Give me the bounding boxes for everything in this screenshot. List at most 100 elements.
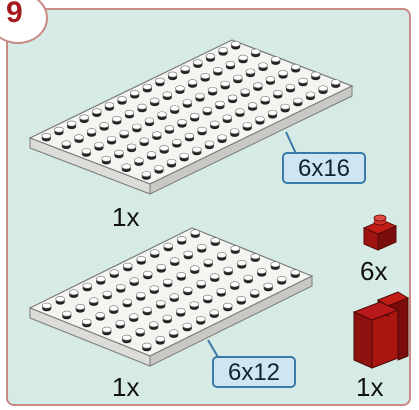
plate-6x12-stud (129, 277, 140, 284)
plate-6x16-stud (149, 97, 160, 104)
plate-6x16-stud (141, 171, 152, 178)
plate-6x12-stud (149, 285, 160, 292)
plate-6x16-stud (144, 117, 155, 124)
red-panel (352, 291, 410, 369)
plate-6x12-stud (82, 282, 93, 289)
plate-6x16-stud (195, 93, 205, 99)
plate-6x12-stud (276, 276, 287, 282)
plate-6x12-stud (210, 237, 221, 244)
plate-6x12-stud (209, 273, 220, 280)
plate-6x12-stud (148, 321, 159, 328)
plate-6x16-stud (81, 148, 92, 155)
plate-6x16-stud (187, 79, 198, 86)
plate-6x16-stud (230, 40, 241, 47)
plate-6x16-stud (157, 111, 167, 118)
plate-6x12-stud (68, 289, 79, 296)
plate-6x16-stud (182, 99, 193, 106)
red-brick-1x1 (362, 214, 398, 251)
plate-6x16-stud (99, 122, 109, 128)
plate-6x16-stud (189, 112, 200, 119)
plate-6x16-stud (132, 123, 142, 130)
plate-6x16-stud (240, 88, 250, 95)
plate-6x12-stud (176, 272, 187, 278)
plate-6x16-stud (154, 165, 164, 171)
plate-6x12-stud (209, 309, 220, 316)
plate-6x16 (28, 39, 354, 195)
plate-6x12-stud (249, 289, 260, 296)
plate-6x12-stud (115, 284, 126, 290)
plate-6x16-stud (121, 163, 132, 170)
plate-6x16-stud (106, 135, 117, 142)
plate-6x12-stud (162, 278, 173, 285)
plate-6x12-stud (55, 296, 66, 302)
plate-6x16-stud (175, 85, 185, 92)
plate-6x16-stud (172, 139, 182, 145)
quantity-red-brick: 6x (360, 256, 388, 286)
plate-6x12-stud (216, 288, 227, 294)
plate-6x12-stud (250, 253, 261, 260)
plate-6x16-stud (204, 140, 215, 147)
plate-6x16-stud (92, 108, 102, 115)
plate-6x12-stud (136, 256, 147, 262)
plate-6x16-stud (245, 68, 256, 75)
plate-6x16-stud (142, 83, 153, 90)
plate-6x16-stud (177, 119, 187, 125)
plate-6x16-stud (247, 102, 258, 109)
plate-6x16-stud (233, 74, 243, 81)
plate-6x16-stud (218, 47, 228, 53)
plate-6x12-stud (168, 329, 179, 336)
plate-6x16-stud (179, 152, 189, 159)
plate-6x16-stud (112, 116, 122, 122)
plate-6x16-stud (152, 131, 162, 138)
plate-6x12-stud (189, 301, 200, 308)
plate-6x12-stud (169, 293, 180, 300)
plate-6x16-stud (220, 80, 230, 87)
plate-6x12 (28, 227, 314, 367)
plate-6x16-stud (229, 128, 240, 135)
plate-6x16-stud (202, 106, 213, 113)
plate-6x16-stud (114, 149, 124, 156)
plate-6x12-stud (155, 336, 166, 342)
plate-6x16-stud (169, 105, 180, 112)
plate-6x12-side-right (149, 275, 313, 367)
plate-6x16-stud (155, 77, 165, 84)
plate-6x16-stud (159, 145, 169, 151)
plate-6x16-stud (205, 53, 216, 60)
plate-6x16-stud (79, 114, 89, 121)
plate-6x12-stud (236, 296, 247, 302)
plate-6x16-stud (117, 96, 127, 102)
plate-6x12-stud (61, 310, 72, 317)
plate-6x12-stud (223, 266, 234, 273)
plate-6x12-stud (189, 265, 200, 272)
plate-6x12-stud (156, 264, 167, 270)
plate-6x12-stud (202, 294, 213, 301)
plate-6x16-stud (137, 103, 147, 110)
plate-6x12-stud (216, 252, 227, 258)
quantity-plate-6x12: 1x (112, 372, 140, 402)
plate-6x16-stud (273, 90, 283, 96)
plate-6x12-stud (163, 242, 174, 249)
quantity-plate-6x16: 1x (112, 202, 140, 232)
plate-6x16-stud (134, 157, 144, 164)
plate-6x16-stud (180, 65, 190, 72)
plate-6x16-stud (258, 62, 268, 69)
plate-6x16-stud (184, 132, 195, 139)
plate-6x16-stud (197, 126, 207, 133)
plate-6x12-stud (169, 257, 180, 264)
plate-6x12-stud (142, 306, 153, 313)
callout-6x16: 6x16 (282, 152, 366, 184)
plate-6x12-stud (162, 314, 173, 321)
plate-6x16-stud (192, 146, 202, 153)
plate-6x12-studs (41, 229, 301, 352)
plate-6x16-stud (119, 129, 129, 136)
plate-6x16-stud (310, 71, 321, 78)
plate-6x12-stud (142, 270, 153, 277)
plate-6x16-stud (227, 94, 238, 101)
plate-6x16-stud (200, 73, 210, 79)
plate-6x12-stud (135, 292, 146, 298)
plate-6x12-stud (149, 249, 160, 256)
plate-6x12-stud (222, 302, 233, 309)
plate-6x12-stud (256, 268, 267, 274)
plate-6x12-stud (203, 258, 214, 265)
plate-6x12-stud (88, 297, 99, 304)
